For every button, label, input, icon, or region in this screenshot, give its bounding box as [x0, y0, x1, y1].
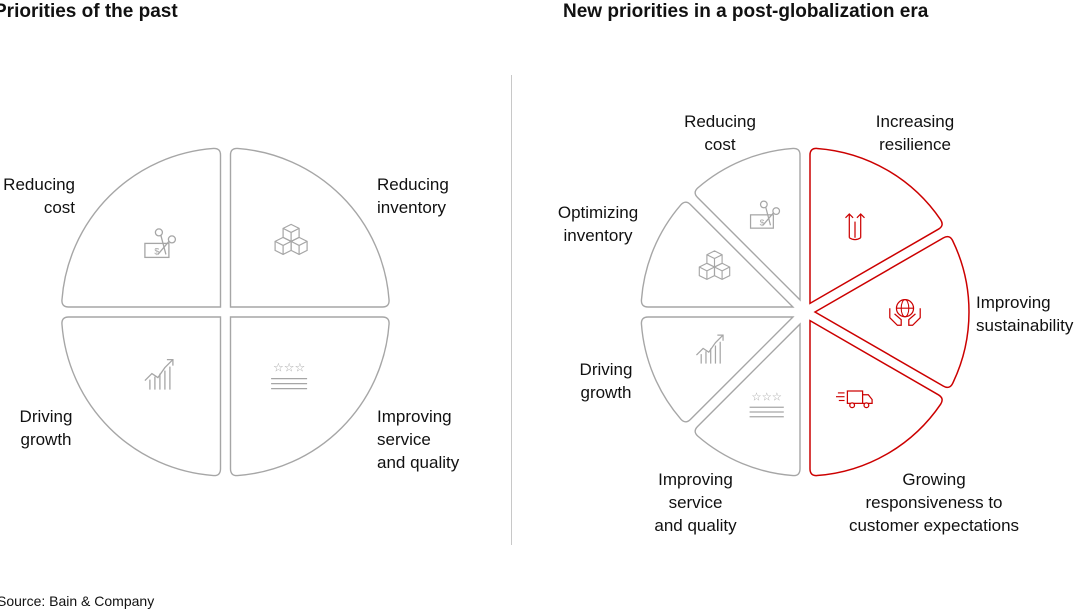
right-segment-1: [694, 147, 801, 302]
source-note: Source: Bain & Company: [0, 593, 155, 609]
left-segments: [61, 147, 390, 477]
right-segment-4: [813, 235, 970, 389]
right-segment-7: [694, 322, 801, 477]
right-label-growing-responsiveness: Growing responsiveness to customer expec…: [848, 470, 1020, 535]
right-label-optimizing-inventory: Optimizing inventory: [557, 203, 639, 245]
left-segment-4: [229, 316, 390, 477]
left-label-driving-growth: Driving growth: [19, 407, 73, 449]
right-label-improving-sustainability: Improving sustainability: [976, 293, 1074, 335]
left-segment-3: [61, 316, 222, 477]
right-panel-title: New priorities in a post-globalization e…: [563, 1, 929, 22]
left-label-improving-service: Improving service and quality: [377, 407, 460, 472]
left-segment-1: [61, 147, 222, 308]
left-label-reducing-cost: Reducing cost: [3, 175, 75, 217]
left-label-reducing-inventory: Reducing inventory: [377, 175, 449, 217]
left-segment-2: [229, 147, 390, 308]
right-segment-2: [809, 147, 943, 305]
right-label-driving-growth: Driving growth: [579, 360, 633, 402]
right-label-increasing-resilience: Increasing resilience: [875, 112, 955, 154]
right-label-reducing-cost: Reducing cost: [684, 112, 756, 154]
panel-divider: [511, 75, 512, 545]
left-panel-title: Priorities of the past: [0, 1, 178, 22]
right-segment-6: [809, 319, 943, 477]
right-segments: [640, 147, 970, 477]
right-segment-5: [640, 316, 795, 423]
right-segment-3: [640, 201, 795, 308]
right-label-improving-service: Improving service and quality: [654, 470, 737, 535]
